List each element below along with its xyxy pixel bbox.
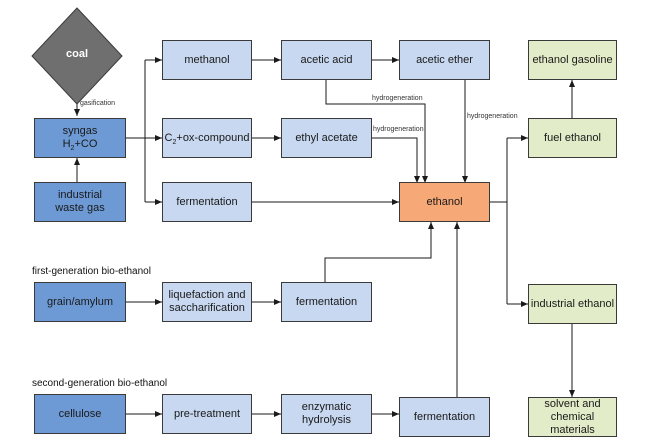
hydrogeneration-label-3: hydrogeneration (467, 113, 518, 120)
second-generation-label: second-generation bio-ethanol (32, 378, 168, 389)
methanol-label: methanol (184, 53, 230, 66)
hydrogeneration-label-2: hydrogeneration (373, 126, 424, 133)
acetic-ether-label: acetic ether (416, 53, 473, 66)
industrial-ethanol-node: industrial ethanol (528, 284, 617, 324)
grain-amylum-label: grain/amylum (46, 295, 114, 308)
pretreatment-node: pre-treatment (162, 394, 252, 434)
fermentation-gas-node: fermentation (162, 182, 252, 222)
ethanol-node: ethanol (399, 182, 490, 222)
gasification-label: gasification (80, 100, 116, 107)
first-generation-label: first-generation bio-ethanol (32, 266, 151, 277)
syngas-node: syngas H2+CO (34, 118, 126, 158)
acetic-ether-node: acetic ether (399, 40, 490, 80)
pretreatment-label: pre-treatment (173, 407, 241, 420)
acetic-acid-node: acetic acid (281, 40, 372, 80)
enzymatic-hydrolysis-label: enzymatic hydrolysis (301, 401, 352, 426)
cellulose-node: cellulose (34, 394, 126, 434)
ethanol-gasoline-node: ethanol gasoline (528, 40, 617, 80)
enzymatic-hydrolysis-node: enzymatic hydrolysis (281, 394, 372, 434)
syngas-line2: H2+CO (62, 138, 98, 153)
liquefaction-node: liquefaction and saccharification (162, 282, 252, 322)
edge-ethyl-acetate-ethanol (372, 137, 420, 183)
fuel-ethanol-node: fuel ethanol (528, 118, 617, 158)
acetic-acid-label: acetic acid (300, 53, 353, 66)
ethanol-gasoline-label: ethanol gasoline (532, 53, 613, 66)
edge-fermentation1-ethanol (324, 222, 434, 282)
syngas-line1: syngas (62, 125, 98, 137)
fermentation-gas-label: fermentation (176, 195, 238, 208)
coal-label: coal (65, 48, 88, 60)
fermentation-second-node: fermentation (399, 397, 490, 437)
cellulose-label: cellulose (58, 407, 102, 420)
fermentation-first-label: fermentation (295, 295, 358, 308)
liquefaction-label: liquefaction and saccharification (168, 289, 246, 314)
industrial-ethanol-label: industrial ethanol (530, 297, 615, 310)
grain-amylum-node: grain/amylum (34, 282, 126, 322)
solvent-materials-label: solvent and chemical materials (544, 397, 601, 436)
edge-acetic-acid-ethanol (325, 80, 428, 183)
industrial-waste-gas-node: industrial waste gas (34, 182, 126, 222)
fuel-ethanol-label: fuel ethanol (544, 131, 601, 144)
c2-ox-compound-label: C2+ox-compound (164, 131, 250, 146)
ethyl-acetate-label: ethyl acetate (295, 131, 358, 144)
ethanol-label: ethanol (426, 195, 463, 208)
fermentation-second-label: fermentation (413, 410, 476, 423)
ethyl-acetate-node: ethyl acetate (281, 118, 372, 158)
fermentation-first-node: fermentation (281, 282, 372, 322)
solvent-materials-node: solvent and chemical materials (528, 397, 617, 437)
c2-ox-compound-node: C2+ox-compound (162, 118, 252, 158)
industrial-waste-gas-label: industrial waste gas (55, 189, 105, 214)
methanol-node: methanol (162, 40, 252, 80)
hydrogeneration-label-1: hydrogeneration (372, 95, 423, 102)
